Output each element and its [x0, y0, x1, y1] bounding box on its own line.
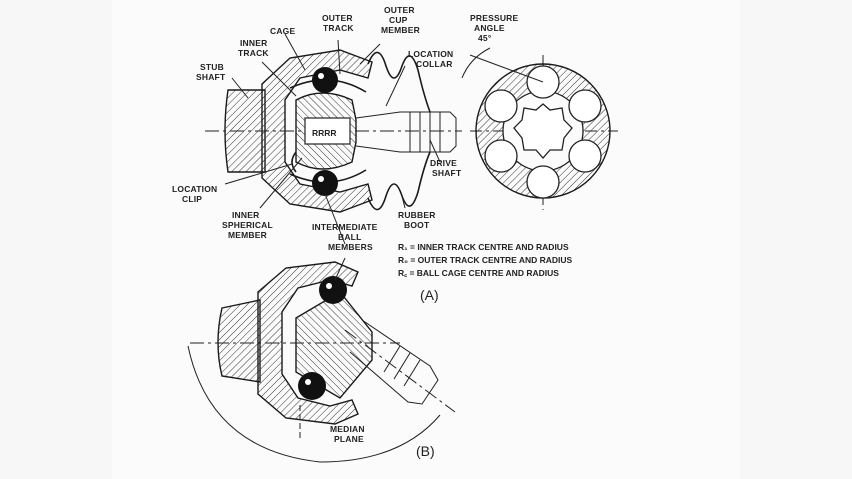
label-outer-cup-3: MEMBER [381, 25, 420, 35]
diagram-panel [112, 0, 740, 479]
view-a-section: RRRR [205, 49, 462, 213]
label-location-collar-2: COLLAR [416, 59, 453, 69]
svg-text:RRRR: RRRR [312, 128, 337, 138]
label-median-plane-1: MEDIAN [330, 424, 365, 434]
label-pressure-angle-1: PRESSURE [470, 13, 518, 23]
view-b-articulated [187, 261, 456, 463]
ball-3 [568, 139, 602, 173]
label-outer-cup-2: CUP [389, 15, 408, 25]
label-inner-spherical-3: MEMBER [228, 230, 267, 240]
drive-shaft [355, 111, 457, 153]
legend: R₁ = INNER TRACK CENTRE AND RADIUS R₀ = … [398, 242, 573, 278]
label-location-clip-1: LOCATION [172, 184, 217, 194]
label-intermediate-ball-2: BALL [338, 232, 361, 242]
ball-6 [484, 89, 518, 123]
ball-b-top [319, 276, 347, 304]
legend-ball-cage: R꜀ = BALL CAGE CENTRE AND RADIUS [398, 268, 559, 278]
splined-hub [304, 117, 351, 145]
legend-outer-track: R₀ = OUTER TRACK CENTRE AND RADIUS [398, 255, 573, 265]
location-clip [291, 151, 297, 173]
label-location-clip-2: CLIP [182, 194, 202, 204]
ball-4 [526, 165, 560, 199]
label-stub-shaft-1: STUB [200, 62, 224, 72]
label-rubber-boot-1: RUBBER [398, 210, 436, 220]
legend-inner-track: R₁ = INNER TRACK CENTRE AND RADIUS [398, 242, 569, 252]
label-stub-shaft-2: SHAFT [196, 72, 226, 82]
outer-cup-b [257, 261, 359, 425]
outer-cup-member [261, 49, 373, 213]
label-intermediate-ball-3: MEMBERS [328, 242, 373, 252]
ball-5 [484, 139, 518, 173]
label-inner-spherical-1: INNER [232, 210, 259, 220]
label-outer-track-1: OUTER [322, 13, 353, 23]
ball-b-bottom [298, 372, 326, 400]
articulation-arc [187, 345, 441, 463]
ball-top [312, 67, 338, 93]
label-location-collar-1: LOCATION [408, 49, 453, 59]
label-drive-shaft-1: DRIVE [430, 158, 457, 168]
rubber-boot-top [367, 51, 431, 113]
label-pressure-angle-3: 45° [478, 33, 492, 43]
splined-bore [513, 103, 573, 159]
caption-b: (B) [416, 443, 435, 459]
label-inner-spherical-2: SPHERICAL [222, 220, 273, 230]
label-inner-track-2: TRACK [238, 48, 269, 58]
label-cage: CAGE [270, 26, 295, 36]
caption-a: (A) [420, 287, 439, 303]
ball-2 [568, 89, 602, 123]
label-outer-track-2: TRACK [323, 23, 354, 33]
label-rubber-boot-2: BOOT [404, 220, 430, 230]
label-median-plane-2: PLANE [334, 434, 364, 444]
label-intermediate-ball-1: INTERMEDIATE [312, 222, 378, 232]
drive-shaft-b [349, 319, 439, 405]
label-inner-track-1: INNER [240, 38, 267, 48]
labels: CAGE OUTER TRACK OUTER CUP MEMBER INNER … [172, 5, 518, 444]
label-pressure-angle-2: ANGLE [474, 23, 505, 33]
stub-shaft [224, 89, 266, 173]
ball-bottom [312, 170, 338, 196]
label-drive-shaft-2: SHAFT [432, 168, 462, 178]
label-outer-cup-1: OUTER [384, 5, 415, 15]
view-a-end-section [461, 47, 618, 210]
leader-lines [224, 33, 441, 281]
rubber-boot-bottom [367, 151, 431, 211]
stub-shaft-b [217, 299, 261, 383]
